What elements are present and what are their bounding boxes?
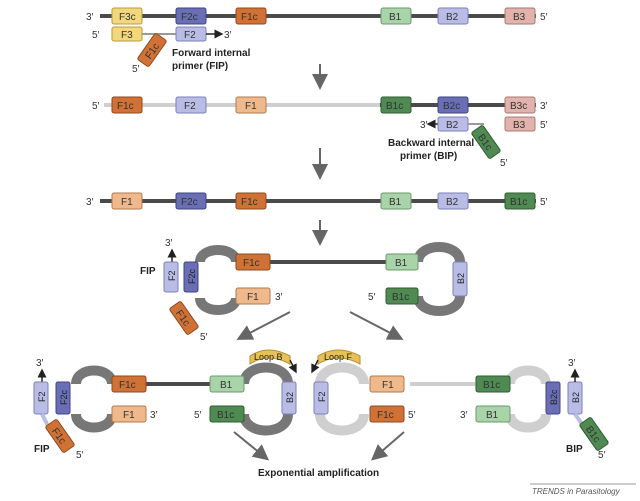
- row2-b3-primer-label: B3: [513, 120, 526, 131]
- row4-f2c-label: F2c: [187, 268, 197, 284]
- row1-five-label: 5′: [540, 12, 548, 23]
- row3-f1-label: F1: [121, 197, 133, 208]
- row4-f1-label: F1: [247, 292, 259, 303]
- row5l-f1c-label: F1c: [119, 380, 136, 391]
- row2-f1-label: F1: [245, 101, 257, 112]
- row5r-b2-label: B2: [571, 392, 581, 403]
- row2-b2c-label: B2c: [443, 101, 460, 112]
- row4-f2-label: F2: [167, 270, 177, 281]
- segment-b2-label: B2: [446, 12, 459, 23]
- row5r-b2c-label: B2c: [549, 389, 559, 405]
- loop-f-label: Loop F: [324, 352, 353, 362]
- row1-fip-five-label: 5′: [132, 64, 140, 75]
- row5l-b1-label: B1: [220, 380, 233, 391]
- row4-b1c-five-label: 5′: [368, 292, 376, 303]
- row5l-f1-label: F1: [123, 410, 135, 421]
- row2-five-label: 5′: [92, 101, 100, 112]
- segment-b2: [437, 7, 469, 25]
- row2-b2-primer-label: B2: [446, 120, 459, 131]
- row2-f2-label: F2: [184, 101, 196, 112]
- row2-b2-three-label: 3′: [420, 120, 428, 131]
- row5r-b1-three-label: 3′: [460, 410, 468, 421]
- row4-fip-label: FIP: [140, 266, 156, 277]
- row1-primers: 5′ F3 F2 3′ F1c 5′ Forward internal prim…: [92, 26, 251, 75]
- segment-f1c-label: F1c: [241, 12, 258, 23]
- row5r-b1c-label: B1c: [483, 380, 500, 391]
- row5r-f1-label: F1: [382, 380, 394, 391]
- row5r-three-label: 3′: [568, 358, 576, 369]
- row5-right-dumbbell: F2 Loop F F1 F1c 5′ B1c B1 3′ B2c B2 3′ …: [311, 349, 609, 461]
- row1-template: 3′ 5′ F3c F2c F1c B1 B2 B3: [86, 7, 548, 25]
- fip-title-line2: primer (FIP): [172, 61, 228, 72]
- row2-bip-five-label: 5′: [500, 158, 508, 169]
- row4-b1c-label: B1c: [392, 292, 409, 303]
- segment-f1c: [235, 7, 267, 25]
- row5l-b1c-five-label: 5′: [194, 410, 202, 421]
- segment-b3: [504, 7, 536, 25]
- row5l-f1-three-label: 3′: [150, 410, 158, 421]
- row5r-f2-label: F2: [317, 391, 327, 402]
- row2-b3c-label: B3c: [510, 101, 527, 112]
- row4-b2-label: B2: [456, 273, 466, 284]
- row3-b2-label: B2: [446, 197, 459, 208]
- row5l-b1c-label: B1c: [217, 410, 234, 421]
- row4-dumbbell: 3′ FIP F2 F2c F1c F1 3′ B1 B1c 5′ B2 F1c…: [140, 238, 468, 343]
- row4-f1-three-label: 3′: [275, 292, 283, 303]
- row5l-f2c-label: F2c: [59, 389, 69, 405]
- segment-f2c-label: F2c: [181, 12, 198, 23]
- segment-f3c-label: F3c: [119, 12, 136, 23]
- row3-f2c-label: F2c: [181, 197, 198, 208]
- credit-label: TRENDS in Parasitology: [532, 487, 621, 496]
- row5r-b1-label: B1: [486, 410, 499, 421]
- segment-f2c: [175, 7, 207, 25]
- row5r-bip-label: BIP: [566, 444, 583, 455]
- row2-b3-five-label: 5′: [540, 120, 548, 131]
- row1-f3-five-label: 5′: [92, 30, 100, 41]
- row5l-tail-five-label: 5′: [76, 450, 84, 461]
- row5l-three-label: 3′: [36, 358, 44, 369]
- row3-b1c-label: B1c: [510, 197, 527, 208]
- exponential-label: Exponential amplification: [258, 468, 379, 479]
- row5-left-dumbbell: 3′ F2 F2c F1c F1 3′ B1 B1c 5′ B2 Loop B …: [33, 349, 297, 461]
- row3-strand: 3′ 5′ F1 F2c F1c B1 B2 B1c: [86, 192, 548, 210]
- row5l-b2-label: B2: [285, 392, 295, 403]
- row4-f1c-label: F1c: [243, 258, 260, 269]
- bip-title-line2: primer (BIP): [400, 151, 457, 162]
- segment-b1: [380, 7, 412, 25]
- loop-b-label: Loop B: [254, 352, 283, 362]
- row4-b1-label: B1: [395, 258, 408, 269]
- row2-primers: 3′ B2 B3 5′ B1c 5′ Backward internal pri…: [388, 116, 548, 169]
- row3-three-label: 3′: [86, 197, 94, 208]
- fip-title-line1: Forward internal: [172, 48, 251, 59]
- row2-strand: 5′ 3′ F1c F2 F1 B1c B2c B3c: [92, 96, 548, 114]
- row4-three-label: 3′: [165, 238, 173, 249]
- row5r-f1c-label: F1c: [377, 410, 394, 421]
- row5l-f2-label: F2: [37, 391, 47, 402]
- row2-f1c-label: F1c: [117, 101, 134, 112]
- row5l-fip-label: FIP: [34, 444, 50, 455]
- row2-three-label: 3′: [540, 101, 548, 112]
- primer-f2-three-label: 3′: [224, 30, 232, 41]
- segment-b3-label: B3: [513, 12, 526, 23]
- row3-b1-label: B1: [389, 197, 402, 208]
- row3-five-label: 5′: [540, 197, 548, 208]
- row1-three-label: 3′: [86, 12, 94, 23]
- primer-f2-label: F2: [184, 30, 196, 41]
- row5r-tail-five-label: 5′: [598, 450, 606, 461]
- row3-f1c-label: F1c: [241, 197, 258, 208]
- bip-title-line1: Backward internal: [388, 138, 474, 149]
- primer-f3-label: F3: [121, 30, 133, 41]
- row4-tail-five-label: 5′: [200, 332, 208, 343]
- row2-b1c-label: B1c: [386, 101, 403, 112]
- row5r-f1c-five-label: 5′: [408, 410, 416, 421]
- segment-b1-label: B1: [389, 12, 402, 23]
- segment-f3c: [111, 7, 143, 25]
